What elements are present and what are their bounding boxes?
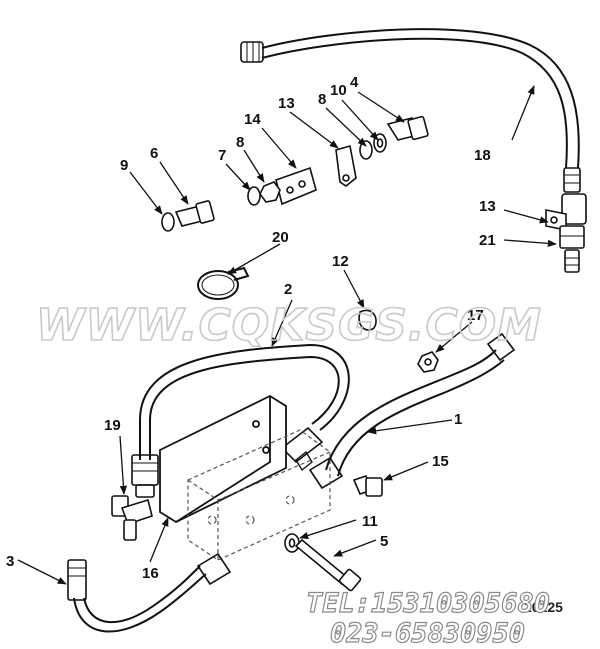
label-6: 6 xyxy=(150,145,158,162)
label-16: 16 xyxy=(142,565,159,582)
label-11: 11 xyxy=(362,513,378,530)
valve-21 xyxy=(545,193,587,273)
label-14: 14 xyxy=(244,111,261,128)
label-3: 3 xyxy=(6,553,14,570)
bracket-16 xyxy=(159,394,287,524)
label-5: 5 xyxy=(380,533,388,550)
site-watermark: WWW.CQKSGS.COM xyxy=(36,300,542,351)
label-19: 19 xyxy=(104,417,121,434)
label-9: 9 xyxy=(120,157,128,174)
phone-watermark: TEL:15310305680 xyxy=(306,588,550,619)
leader-lines xyxy=(17,85,557,585)
label-15: 15 xyxy=(432,453,449,470)
grommet-12 xyxy=(358,309,377,331)
nut-17 xyxy=(417,351,439,373)
label-7: 7 xyxy=(218,147,226,164)
part-labels: 18 13 21 4 10 8 13 14 8 7 6 9 20 12 2 17… xyxy=(6,74,496,582)
clamp-20 xyxy=(197,266,250,300)
label-8-upper: 8 xyxy=(318,91,326,108)
label-8-lower: 8 xyxy=(236,134,244,151)
label-10: 10 xyxy=(330,82,347,99)
label-18: 18 xyxy=(474,147,491,164)
label-13-upper: 13 xyxy=(278,95,295,112)
label-13-right: 13 xyxy=(479,198,496,215)
elbow-19 xyxy=(111,495,153,541)
bolt-5 xyxy=(284,533,362,592)
label-20: 20 xyxy=(272,229,289,246)
hose-3 xyxy=(67,552,232,633)
phone2-watermark: 023-65830950 xyxy=(330,618,525,649)
hose-2 xyxy=(131,343,350,498)
label-21: 21 xyxy=(479,232,496,249)
label-1: 1 xyxy=(454,411,462,428)
label-17: 17 xyxy=(467,307,484,324)
label-12: 12 xyxy=(332,253,349,270)
manifold-block xyxy=(187,429,331,561)
screw-15 xyxy=(352,475,383,497)
label-2: 2 xyxy=(284,281,292,298)
hose-18 xyxy=(240,28,581,193)
bracket-hardware xyxy=(161,115,429,232)
figure-id: 10125 xyxy=(524,599,563,615)
hose-1 xyxy=(308,332,516,490)
label-4: 4 xyxy=(350,74,359,91)
